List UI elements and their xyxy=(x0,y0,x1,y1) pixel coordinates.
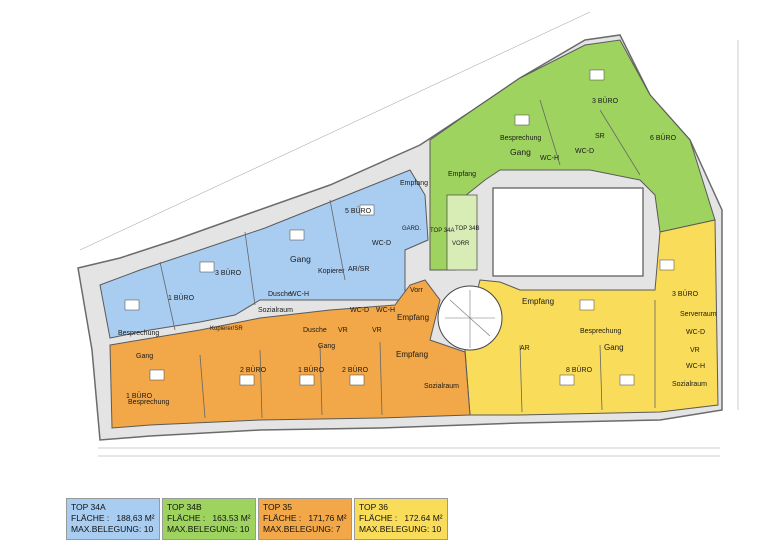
room-top36-3buero: 3 BÜRO xyxy=(672,290,699,298)
room-top34a-gang: Gang xyxy=(290,254,311,264)
legend-top35-area: 171,76 M² xyxy=(308,513,347,523)
room-top34a-kopierer: Kopierer xyxy=(318,268,345,275)
room-top35-1buero: 1 BÜRO xyxy=(126,392,153,400)
legend-top34b-unit: TOP 34B xyxy=(167,502,202,512)
room-top34b-6buero: 6 BÜRO xyxy=(650,134,677,142)
room-top34a-label: TOP 34A xyxy=(430,228,454,234)
room-top34b-wcd: WC-D xyxy=(575,148,594,155)
room-top34b-vorr: VORR xyxy=(452,241,470,247)
room-top34a-arsr: AR/SR xyxy=(348,266,369,273)
room-top34b-besprechung: Besprechung xyxy=(500,135,541,142)
legend-top34a: TOP 34A FLÄCHE : 188,63 M² MAX.BELEGUNG:… xyxy=(66,498,160,540)
furniture xyxy=(124,69,675,386)
room-top36-wcd: WC-D xyxy=(686,329,705,336)
room-top35-1buero-b: 1 BÜRO xyxy=(298,366,325,374)
legend-top36-occupancy: MAX.BELEGUNG: 10 xyxy=(359,524,442,534)
room-top35-wcd: WC-D xyxy=(350,307,369,314)
legend-top35-area-label: FLÄCHE : xyxy=(263,513,302,523)
room-top35-sozialraum: Sozialraum xyxy=(424,383,459,390)
room-top35-wch: WC-H xyxy=(376,307,395,314)
room-top35-besprechung: Besprechung xyxy=(128,399,169,406)
room-top36-wch: WC-H xyxy=(686,363,705,370)
room-top34a-wcd: WC-D xyxy=(372,240,391,247)
room-top36-serverraum: Serverraum xyxy=(680,311,717,318)
room-top35-empfang-b: Empfang xyxy=(397,313,429,322)
room-top35-2buero-b: 2 BÜRO xyxy=(342,366,369,374)
legend-top34b-occupancy: MAX.BELEGUNG: 10 xyxy=(167,524,250,534)
legend-top36-area: 172.64 M² xyxy=(404,513,443,523)
room-top36-empfang: Empfang xyxy=(522,297,554,306)
room-top34a-5buero: 5 BÜRO xyxy=(345,207,372,215)
room-top36-besprechung: Besprechung xyxy=(580,328,621,335)
room-top35-empfang: Empfang xyxy=(396,350,428,359)
room-top34b-3buero: 3 BÜRO xyxy=(592,97,619,105)
room-top34b-gang: Gang xyxy=(510,147,531,157)
room-top35-gang: Gang xyxy=(136,353,153,360)
room-top35-dusche: Dusche xyxy=(303,327,327,334)
room-top35-vr: VR xyxy=(338,327,348,334)
legend-top34b: TOP 34B FLÄCHE : 163.53 M² MAX.BELEGUNG:… xyxy=(162,498,256,540)
room-top35-gang-b: Gang xyxy=(318,343,335,350)
room-top36-8buero: 8 BÜRO xyxy=(566,366,593,374)
room-top35-2buero-a: 2 BÜRO xyxy=(240,366,267,374)
legend-top34a-area-label: FLÄCHE : xyxy=(71,513,110,523)
legend-top34a-area: 188,63 M² xyxy=(116,513,155,523)
room-top34a-gard: GARD. xyxy=(402,226,421,232)
room-top34b-empfang: Empfang xyxy=(448,171,476,178)
partitions xyxy=(159,99,656,419)
legend-top36: TOP 36 FLÄCHE : 172.64 M² MAX.BELEGUNG: … xyxy=(354,498,448,540)
room-top34b-sr: SR xyxy=(595,133,605,140)
elevator-shaft xyxy=(446,194,478,271)
room-top34b-label: TOP 34B xyxy=(455,226,479,232)
room-top34a-empfang: Empfang xyxy=(400,180,428,187)
dimension-lines xyxy=(79,11,739,457)
unit-top35 xyxy=(109,279,471,429)
legend-top35: TOP 35 FLÄCHE : 171,76 M² MAX.BELEGUNG: … xyxy=(258,498,352,540)
room-top34a-dusche: Dusche xyxy=(268,291,292,298)
unit-top34a xyxy=(99,169,429,339)
room-top34a-kopierersr: Kopierer/SR xyxy=(210,326,243,332)
legend-top35-occupancy: MAX.BELEGUNG: 7 xyxy=(263,524,341,534)
room-top36-ar: AR xyxy=(520,345,530,352)
room-top35-vorr: Vorr xyxy=(410,287,424,294)
room-top36-gang: Gang xyxy=(604,343,624,352)
room-top34a-besprechung: Besprechung xyxy=(118,330,159,337)
legend-top34b-area-label: FLÄCHE : xyxy=(167,513,206,523)
legend-top34a-unit: TOP 34A xyxy=(71,502,106,512)
legend-top35-unit: TOP 35 xyxy=(263,502,292,512)
legend-top34a-occupancy: MAX.BELEGUNG: 10 xyxy=(71,524,154,534)
legend-top34b-area: 163.53 M² xyxy=(212,513,251,523)
legend-top36-unit: TOP 36 xyxy=(359,502,388,512)
room-top34b-wch: WC-H xyxy=(540,155,559,162)
room-top35-vr-b: VR xyxy=(372,327,382,334)
room-top36-vr: VR xyxy=(690,347,700,354)
room-top36-sozialraum: Sozialraum xyxy=(672,381,707,388)
room-top34a-sozialraum: Sozialraum xyxy=(258,307,293,314)
legend-top36-area-label: FLÄCHE : xyxy=(359,513,398,523)
courtyard xyxy=(492,187,644,277)
room-top34a-1buero: 1 BÜRO xyxy=(168,294,195,302)
room-top34a-3buero: 3 BÜRO xyxy=(215,269,242,277)
room-top34a-wch: WC-H xyxy=(290,291,309,298)
floor-plan: Empfang 5 BÜRO Gang 3 BÜRO 1 BÜRO Bespre… xyxy=(77,11,739,457)
